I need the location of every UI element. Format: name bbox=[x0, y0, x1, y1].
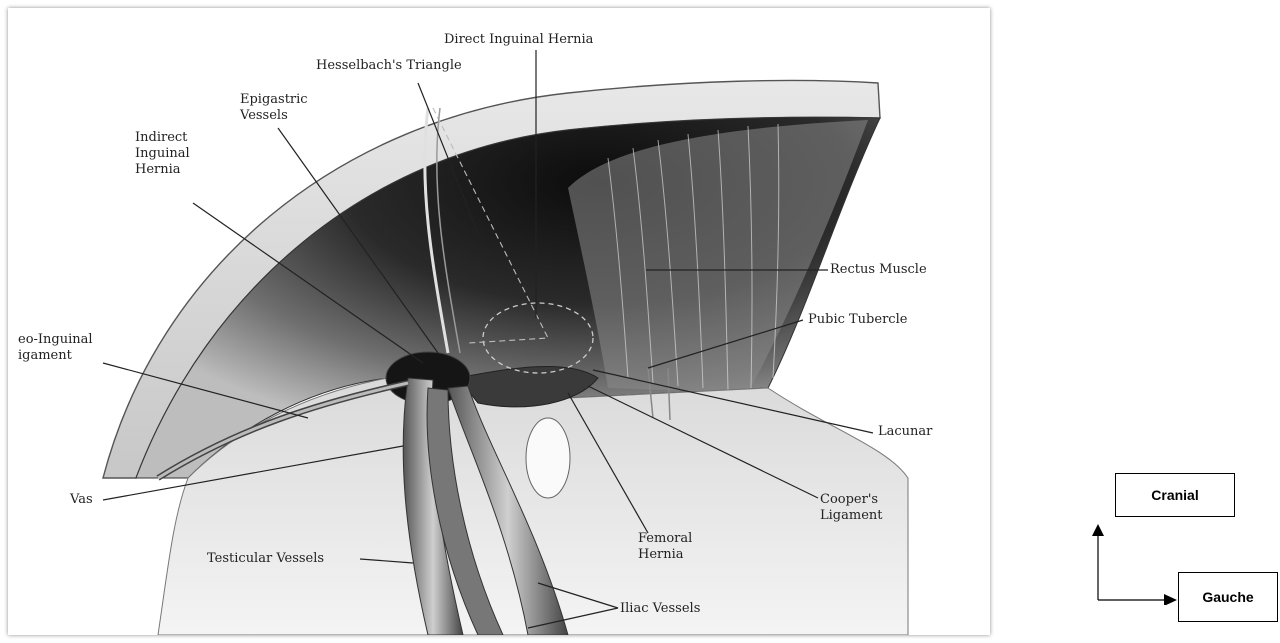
label-pubic-tubercle: Pubic Tubercle bbox=[808, 312, 907, 328]
label-epigastric-line-1: Epigastric bbox=[240, 92, 308, 108]
label-coopers-line-2: Ligament bbox=[820, 508, 882, 524]
label-ilio-line-2: igament bbox=[18, 348, 93, 364]
label-epigastric-vessels: Epigastric Vessels bbox=[240, 92, 308, 124]
arrow-right-icon bbox=[1164, 594, 1177, 605]
label-indirect-line-2: Inguinal bbox=[135, 146, 190, 162]
label-femoral-line-1: Femoral bbox=[638, 531, 692, 547]
label-rectus-muscle: Rectus Muscle bbox=[830, 262, 927, 278]
label-iliac-vessels: Iliac Vessels bbox=[620, 601, 700, 617]
label-vas: Vas bbox=[70, 492, 93, 508]
label-direct-inguinal-hernia: Direct Inguinal Hernia bbox=[444, 32, 593, 48]
label-femoral-line-2: Hernia bbox=[638, 547, 692, 563]
label-ilio-line-1: eo-Inguinal bbox=[18, 332, 93, 348]
label-lacunar: Lacunar bbox=[878, 424, 932, 440]
label-coopers-line-1: Cooper's bbox=[820, 492, 882, 508]
label-indirect-line-3: Hernia bbox=[135, 162, 190, 178]
label-hesselbach-triangle: Hesselbach's Triangle bbox=[316, 58, 462, 74]
arrow-up-icon bbox=[1092, 524, 1104, 536]
orientation-arrows bbox=[1088, 520, 1183, 605]
label-indirect-line-1: Indirect bbox=[135, 130, 190, 146]
label-testicular-vessels: Testicular Vessels bbox=[207, 551, 324, 567]
orientation-gauche-box: Gauche bbox=[1178, 572, 1278, 622]
label-coopers-ligament: Cooper's Ligament bbox=[820, 492, 882, 524]
orientation-cranial-box: Cranial bbox=[1115, 473, 1235, 517]
anatomy-figure: Direct Inguinal Hernia Hesselbach's Tria… bbox=[8, 8, 990, 635]
label-femoral-hernia: Femoral Hernia bbox=[638, 531, 692, 563]
label-indirect-inguinal-hernia: Indirect Inguinal Hernia bbox=[135, 130, 190, 178]
label-epigastric-line-2: Vessels bbox=[240, 108, 308, 124]
label-ilio-inguinal-ligament: eo-Inguinal igament bbox=[18, 332, 93, 364]
